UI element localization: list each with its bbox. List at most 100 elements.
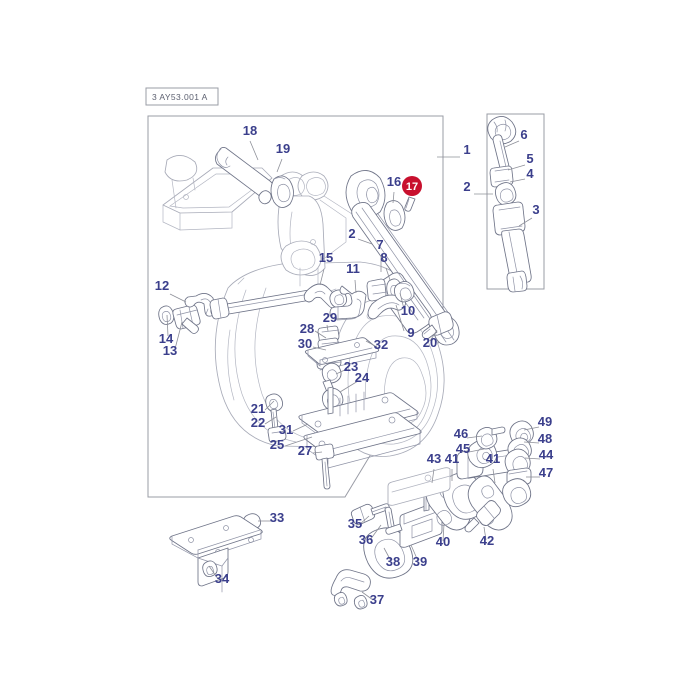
callout-number: 6 xyxy=(520,127,527,142)
callout-number: 15 xyxy=(319,250,333,265)
callout-number: 41 xyxy=(445,451,459,466)
part-9-10-elbow xyxy=(367,281,415,320)
callout-25: 25 xyxy=(270,436,313,452)
callout-leader-line xyxy=(369,524,382,541)
callout-leader-line xyxy=(284,436,313,447)
callout-number: 41 xyxy=(486,451,500,466)
callout-28: 28 xyxy=(300,321,327,339)
callout-number: 8 xyxy=(380,250,387,265)
callout-35: 35 xyxy=(348,515,370,531)
callout-number: 13 xyxy=(163,343,177,358)
callout-38: 38 xyxy=(383,547,400,569)
callout-45: 45 xyxy=(456,441,485,456)
callout-5: 5 xyxy=(507,151,534,171)
callout-number: 25 xyxy=(270,437,284,452)
callout-13: 13 xyxy=(163,321,183,358)
callout-41: 41 xyxy=(445,451,459,481)
callout-leader-line xyxy=(483,526,487,541)
callout-number: 36 xyxy=(359,532,373,547)
callout-21: 21 xyxy=(251,400,275,416)
callout-leader-line xyxy=(357,238,373,245)
callout-leader-line xyxy=(292,423,309,432)
callout-leader-line xyxy=(523,441,540,444)
callout-number: 38 xyxy=(386,554,400,569)
callout-number: 2 xyxy=(463,179,470,194)
callout-leader-line xyxy=(468,448,485,453)
callout-leader-line xyxy=(174,321,183,350)
callout-number: 12 xyxy=(155,278,169,293)
callout-leader-line xyxy=(319,268,325,286)
part-16-washer xyxy=(383,200,406,231)
callout-41: 41 xyxy=(486,451,500,484)
callout-23: 23 xyxy=(335,359,358,375)
callout-18: 18 xyxy=(243,123,259,161)
callout-2: 2 xyxy=(348,226,373,245)
callout-number: 31 xyxy=(279,422,293,437)
part-27-bolt xyxy=(314,443,335,490)
callout-43: 43 xyxy=(427,451,441,484)
callout-number: 47 xyxy=(539,465,553,480)
callout-leader-line xyxy=(335,368,348,375)
callout-leader-line xyxy=(166,314,169,337)
callout-leader-line xyxy=(392,191,395,204)
part-14-nut xyxy=(158,305,175,325)
callout-leader-line xyxy=(383,547,392,562)
part-20-bolt xyxy=(421,311,454,340)
callout-14: 14 xyxy=(159,314,174,346)
callout-number: 48 xyxy=(538,431,552,446)
callout-48: 48 xyxy=(523,431,552,446)
highlight-circle[interactable] xyxy=(402,176,422,196)
part-18-pin xyxy=(214,147,275,205)
callout-7: 7 xyxy=(376,237,384,272)
callout-31: 31 xyxy=(279,422,309,437)
callout-number: 7 xyxy=(376,237,383,252)
part-35-bolt xyxy=(350,503,390,526)
callout-leader-line xyxy=(518,217,533,227)
callout-leader-line xyxy=(385,267,391,281)
callout-number: 30 xyxy=(298,336,312,351)
callout-49: 49 xyxy=(523,414,552,431)
callout-leader-line xyxy=(365,340,378,348)
callout-leader-line xyxy=(354,279,357,294)
callout-8: 8 xyxy=(380,250,391,281)
reference-label-text: 3 AY53.001 A xyxy=(152,92,208,102)
callout-12: 12 xyxy=(155,278,187,303)
callout-number: 4 xyxy=(526,166,534,181)
callout-number: 39 xyxy=(413,554,427,569)
callout-leader-line xyxy=(264,400,275,411)
callout-number: 20 xyxy=(423,335,437,350)
part-11-bent-tube xyxy=(329,285,367,321)
part-47-ball-stud xyxy=(502,467,532,508)
callout-36: 36 xyxy=(359,524,382,547)
callout-leader-line xyxy=(395,304,405,332)
callout-number: 32 xyxy=(374,337,388,352)
highlight-number: 17 xyxy=(406,181,418,193)
callout-number: 43 xyxy=(427,451,441,466)
callout-leader-line xyxy=(314,330,327,339)
callout-leader-line xyxy=(524,457,541,460)
callout-33: 33 xyxy=(258,510,284,525)
callout-3: 3 xyxy=(518,202,540,227)
callout-leader-line xyxy=(312,451,323,454)
callout-19: 19 xyxy=(276,141,290,173)
callout-leader-line xyxy=(492,468,496,484)
callout-number: 9 xyxy=(407,325,414,340)
callout-40: 40 xyxy=(436,523,450,549)
callout-number: 35 xyxy=(348,516,362,531)
callout-leader-line xyxy=(326,324,329,332)
part-22-nut xyxy=(267,425,287,443)
part-37-shackle xyxy=(330,569,371,610)
callout-number: 46 xyxy=(454,426,468,441)
callout-leader-line xyxy=(249,140,259,161)
callout-number: 16 xyxy=(387,174,401,189)
highlight-badge-layer[interactable]: 17 xyxy=(402,176,422,196)
right-subassembly xyxy=(487,116,532,293)
callout-leader-line xyxy=(431,468,435,484)
callout-number: 1 xyxy=(463,142,470,157)
callout-10: 10 xyxy=(399,292,415,318)
part-21-stud xyxy=(265,393,284,431)
callout-number: 24 xyxy=(355,370,370,385)
callout-2: 2 xyxy=(463,179,493,195)
